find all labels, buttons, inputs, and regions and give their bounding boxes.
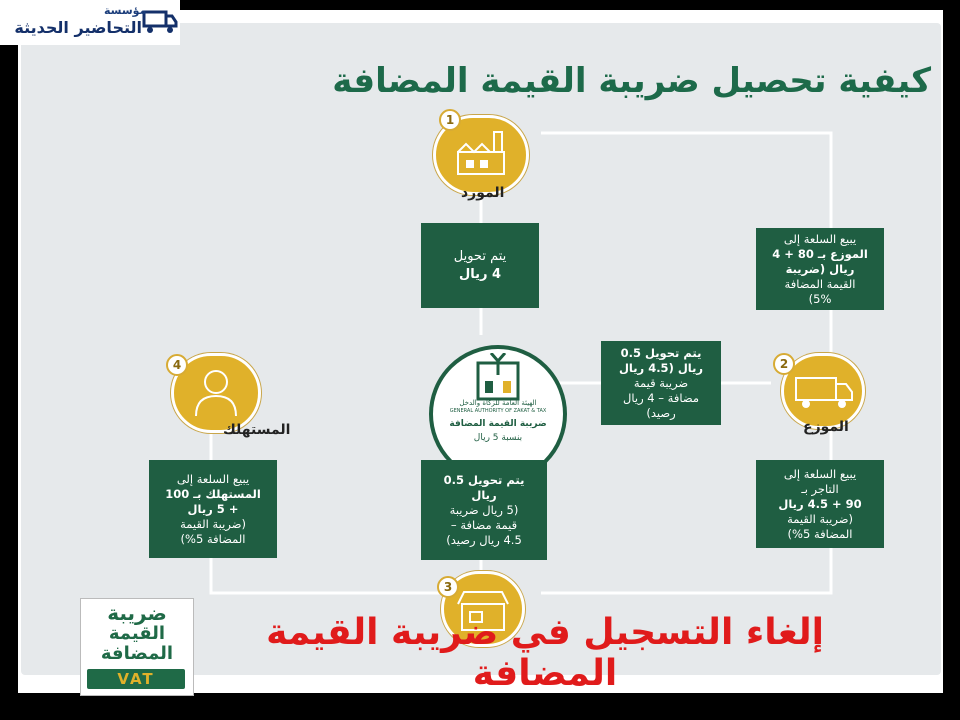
retailer-transfer-line-3: (5 ريال ضريبة xyxy=(449,502,519,517)
distributor-sale-line-4: (ضريبة القيمة xyxy=(787,511,853,526)
step-number-2: 2 xyxy=(773,353,795,375)
organization-logo: مؤسسة التحاضير الحديثة xyxy=(0,0,180,45)
distributor-transfer-line-5: رصيد) xyxy=(646,405,676,420)
logo-line-1: مؤسسة xyxy=(104,4,147,17)
supplier-label: المورد xyxy=(461,185,505,201)
factory-icon xyxy=(457,131,505,175)
retailer-transfer-line-5: 4.5 ريال رصيد) xyxy=(446,532,522,547)
retailer-sale-line-4: (ضريبة القيمة xyxy=(180,516,246,531)
distributor-transfer-line-3: ضريبة قيمة xyxy=(633,375,689,390)
distributor-sale-box: يبيع السلعة إلى التاجر بـ 90 + 4.5 ريال … xyxy=(756,460,884,548)
distributor-sale-line-1: يبيع السلعة إلى xyxy=(783,466,857,481)
supplier-transfer-box: يتم تحويل 4 ريال xyxy=(421,223,539,308)
retailer-transfer-line-1: يتم تحويل 0.5 xyxy=(443,472,525,487)
distributor-sale-line-3: 90 + 4.5 ريال xyxy=(778,496,862,511)
retailer-sale-box: يبيع السلعة إلى المستهلك بـ 100 + 5 ريال… xyxy=(149,460,277,558)
slide: كيفية تحصيل ضريبة القيمة المضافة 1 المور… xyxy=(18,10,943,693)
distributor-transfer-line-1: يتم تحويل 0.5 xyxy=(620,345,702,360)
center-vat-label: ضريبة القيمة المضافة xyxy=(449,419,547,429)
infographic-panel: كيفية تحصيل ضريبة القيمة المضافة 1 المور… xyxy=(21,23,941,675)
logo-line-2: التحاضير الحديثة xyxy=(14,18,142,37)
vat-logo-line-3: المضافة xyxy=(100,643,174,664)
diagram-title: كيفية تحصيل ضريبة القيمة المضافة xyxy=(332,61,931,101)
retailer-sale-line-2: المستهلك بـ 100 xyxy=(165,486,261,501)
consumer-label: المستهلك xyxy=(223,422,291,438)
step-number-1: 1 xyxy=(439,109,461,131)
person-icon xyxy=(195,370,237,417)
distributor-sale-line-2: التاجر بـ xyxy=(801,481,839,496)
supplier-sale-line-5: 5%) xyxy=(808,291,832,306)
retailer-transfer-line-2: ريال xyxy=(471,487,497,502)
authority-name-en: GENERAL AUTHORITY OF ZAKAT & TAX xyxy=(449,408,547,414)
distributor-transfer-line-4: مضافة – 4 ريال xyxy=(623,390,699,405)
retailer-transfer-box: يتم تحويل 0.5 ريال (5 ريال ضريبة قيمة مض… xyxy=(421,460,547,560)
distributor-node xyxy=(781,353,865,429)
distributor-label: الموزع xyxy=(803,419,849,435)
distributor-sale-line-5: المضافة 5%) xyxy=(787,526,853,541)
truck-logo-icon xyxy=(142,10,178,33)
vat-badge: VAT xyxy=(87,669,185,689)
step-number-3: 3 xyxy=(437,576,459,598)
shop-icon xyxy=(457,591,509,631)
vat-logo-line-2: القيمة xyxy=(108,623,166,644)
retailer-sale-line-1: يبيع السلعة إلى xyxy=(176,471,250,486)
authority-name: الهيئة العامة للزكاة والدخل xyxy=(459,399,537,407)
retailer-sale-line-5: المضافة 5%) xyxy=(180,531,246,546)
distributor-transfer-box: يتم تحويل 0.5 ريال (4.5 ريال ضريبة قيمة … xyxy=(601,341,721,425)
supplier-sale-line-1: يبيع السلعة إلى xyxy=(783,231,857,246)
supplier-sale-line-2: الموزع بـ 80 + 4 xyxy=(772,246,868,261)
palm-emblem-icon xyxy=(476,353,520,401)
retailer-transfer-line-4: قيمة مضافة – xyxy=(450,517,518,532)
vat-badge-text: VAT xyxy=(117,670,155,688)
retailer-sale-line-3: + 5 ريال xyxy=(187,501,239,516)
supplier-transfer-line-2: 4 ريال xyxy=(458,266,502,282)
center-vat-rate: بنسبة 5 ريال xyxy=(473,433,523,443)
supplier-sale-line-4: القيمة المضافة xyxy=(784,276,856,291)
distributor-transfer-line-2: ريال (4.5 ريال xyxy=(618,360,704,375)
vat-logo: ضريبة القيمة المضافة VAT xyxy=(80,598,194,696)
supplier-sale-box: يبيع السلعة إلى الموزع بـ 80 + 4 ريال (ض… xyxy=(756,228,884,310)
step-number-4: 4 xyxy=(166,354,188,376)
vat-logo-line-1: ضريبة xyxy=(107,601,167,625)
supplier-transfer-line-1: يتم تحويل xyxy=(453,248,507,264)
truck-icon xyxy=(795,377,853,408)
supplier-sale-line-3: ريال (ضريبة xyxy=(785,261,855,276)
slide-caption: إلغاء التسجيل في ضريبة القيمة المضافة xyxy=(266,612,824,694)
